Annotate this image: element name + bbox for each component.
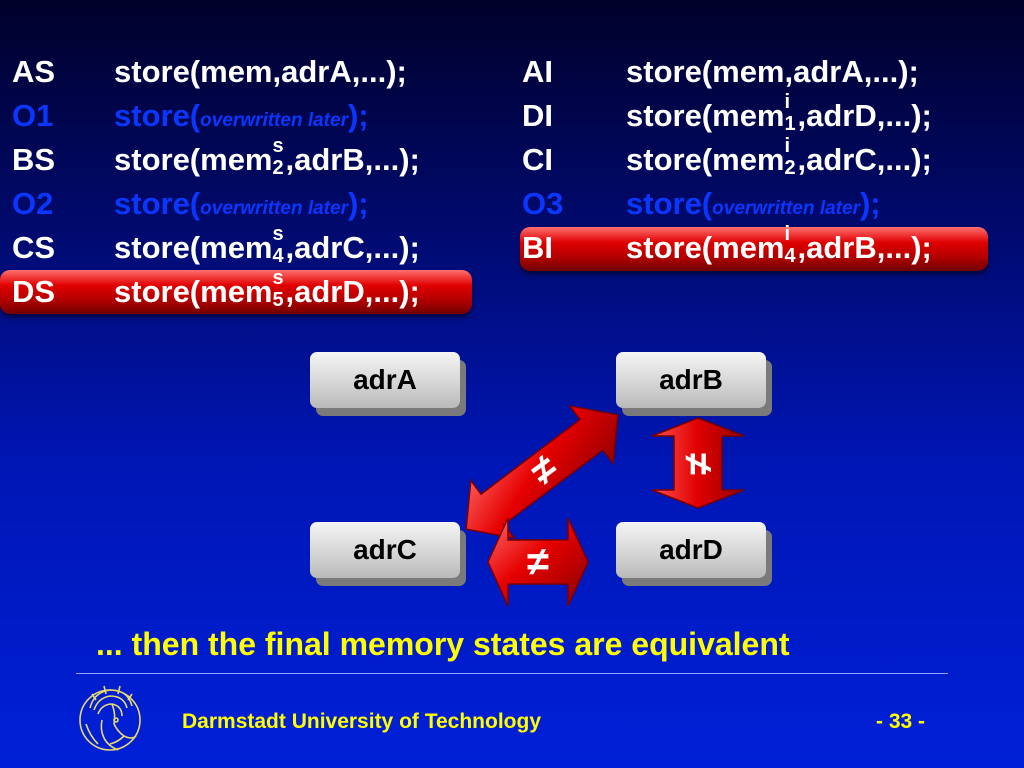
statement-prefix: store(mem [626, 230, 785, 265]
memory-superscript: i [784, 91, 791, 113]
row-label: BI [522, 230, 553, 265]
adrC-box: adrC [310, 522, 460, 578]
footer-divider [76, 673, 948, 674]
neq-symbol-diagonal: ≠ [521, 445, 566, 495]
statement-prefix: store(mem [114, 230, 273, 265]
statement-prefix: store(mem [626, 98, 785, 133]
store-statement: store(overwritten later); [114, 94, 369, 143]
row-label: DI [522, 98, 553, 133]
statement-suffix: ,adrD,...); [285, 274, 420, 309]
highlight-row-bi [520, 227, 988, 271]
adrB-box: adrB [616, 352, 766, 408]
statement-prefix: store(mem,adrA,...); [626, 54, 919, 89]
memory-superscript: s [272, 267, 284, 289]
row-label: CS [12, 230, 56, 265]
memory-subscript: 1 [784, 113, 796, 135]
neq-symbol-vertical: ≠ [676, 453, 720, 475]
footer-page-number: - 33 - [876, 710, 926, 733]
footer-university: Darmstadt University of Technology [182, 710, 542, 733]
memory-subscript: 4 [272, 245, 284, 267]
overwritten-note: overwritten later [200, 110, 348, 131]
slide-caption: ... then the final memory states are equ… [96, 626, 790, 662]
statement-prefix: store( [114, 186, 201, 221]
memory-superscript: i [784, 135, 791, 157]
memory-subscript: 2 [784, 157, 796, 179]
statement-suffix: ,adrC,...); [285, 230, 420, 265]
memory-subscript: 5 [272, 289, 284, 311]
memory-subscript: 4 [784, 245, 796, 267]
statement-prefix: store(mem [626, 142, 785, 177]
statement-prefix: store( [626, 186, 713, 221]
row-label: BS [12, 142, 56, 177]
university-logo [79, 685, 141, 751]
adrD-box: adrD [616, 522, 766, 578]
overwritten-note: overwritten later [712, 198, 860, 219]
row-label: AS [12, 54, 56, 89]
row-label: DS [12, 274, 56, 309]
statement-prefix: store(mem [114, 142, 273, 177]
statement-suffix: ,adrC,...); [797, 142, 932, 177]
store-statement: store(mem,adrA,...); [626, 50, 919, 94]
row-label: O2 [12, 186, 54, 221]
statement-suffix: ); [859, 186, 881, 221]
statement-suffix: ,adrD,...); [797, 98, 932, 133]
statement-suffix: ); [347, 98, 369, 133]
code-row-o3: O3 store(overwritten later); [522, 182, 1002, 226]
overwritten-note: overwritten later [200, 198, 348, 219]
code-row-o1: O1 store(overwritten later); [12, 94, 492, 138]
store-statement: store(mem,adrA,...); [114, 50, 407, 94]
highlight-row-ds [0, 270, 472, 314]
statement-prefix: store(mem [114, 274, 273, 309]
memory-superscript: i [784, 223, 791, 245]
statement-suffix: ,adrB,...); [285, 142, 420, 177]
store-statement: store(overwritten later); [626, 182, 881, 231]
row-label: O1 [12, 98, 54, 133]
code-row-as: AS store(mem,adrA,...); [12, 50, 492, 94]
row-label: CI [522, 142, 553, 177]
memory-superscript: s [272, 135, 284, 157]
memory-superscript: s [272, 223, 284, 245]
adrA-box: adrA [310, 352, 460, 408]
statement-suffix: ,adrB,...); [797, 230, 932, 265]
store-statement: store(overwritten later); [114, 182, 369, 231]
code-row-ai: AI store(mem,adrA,...); [522, 50, 1002, 94]
row-label: AI [522, 54, 553, 89]
statement-prefix: store(mem,adrA,...); [114, 54, 407, 89]
statement-prefix: store( [114, 98, 201, 133]
statement-suffix: ); [347, 186, 369, 221]
neq-symbol-horizontal: ≠ [527, 540, 549, 584]
code-row-o2: O2 store(overwritten later); [12, 182, 492, 226]
memory-subscript: 2 [272, 157, 284, 179]
row-label: O3 [522, 186, 564, 221]
